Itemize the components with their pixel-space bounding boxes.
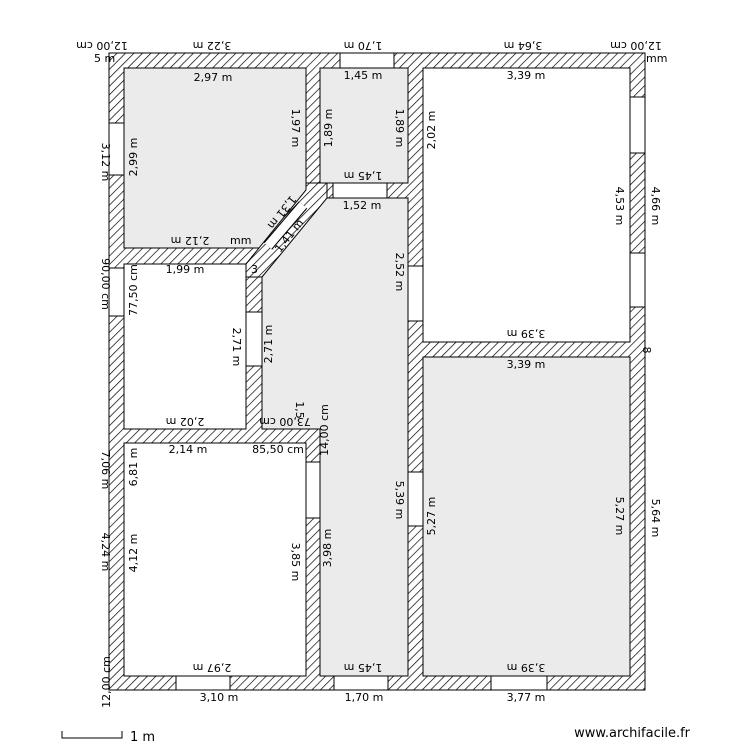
dim-bl-top: 2,14 m (169, 443, 208, 456)
dim-co-left-middle: 2,71 m (262, 325, 275, 364)
dim-left-outer-4: 4,24 m (99, 533, 112, 572)
dim-left-outer-5: 12,00 cm (100, 656, 113, 708)
dim-right-outer-2: 5,64 m (649, 499, 662, 538)
corner-mark-tr: mm (646, 52, 667, 65)
door-bottom-left (305, 461, 321, 519)
dim-co-right-lower: 5,39 m (393, 481, 406, 520)
dim-tl-left: 2,99 m (127, 138, 140, 177)
dim-ml-top: 1,99 m (166, 263, 205, 276)
dim-bl-right: 3,85 m (289, 543, 302, 582)
dim-co-left-lower: 3,98 m (321, 529, 334, 568)
dim-ml-bottom: 2,02 m (166, 415, 205, 428)
dim-tr-bottom: 3,39 m (507, 327, 546, 340)
dim-tc-left: 1,89 m (322, 109, 335, 148)
watermark: www.archifacile.fr (574, 726, 690, 741)
dim-top-1: 12,00 cm (76, 39, 128, 52)
corner-mark-co: 1,5 (293, 401, 306, 419)
window-top-center (339, 52, 395, 69)
doors (245, 182, 424, 527)
dim-bottom-2: 1,70 m (345, 691, 384, 704)
dim-tr-top: 3,39 m (507, 69, 546, 82)
dim-bottom-1: 3,10 m (200, 691, 239, 704)
diagonal-door-fill (264, 202, 307, 249)
dim-br-top: 3,39 m (507, 358, 546, 371)
dim-tc-bottom: 1,45 m (344, 169, 383, 182)
dim-tc-top: 1,45 m (344, 69, 383, 82)
dim-ml-left: 77,50 cm (127, 264, 140, 316)
dim-co-right-upper: 2,52 m (393, 253, 406, 292)
door-corridor-bottom-right (407, 471, 424, 527)
dim-tc-right: 1,89 m (393, 109, 406, 148)
room-top-left (123, 67, 307, 249)
dim-bl-left-1: 6,81 m (127, 448, 140, 487)
dim-ml-right: 2,71 m (230, 328, 243, 367)
dim-left-outer-2: 90,00 cm (99, 258, 112, 310)
door-middle-left (245, 311, 263, 367)
dim-co-wall-2: 85,50 cm (252, 443, 304, 456)
door-top-center (332, 182, 388, 199)
window-bottom-right (490, 675, 548, 691)
dim-top-5: 12,00 cm (610, 39, 662, 52)
corner-mark-tl-room: mm (230, 234, 251, 247)
scale-bar: 1 m (61, 730, 155, 745)
window-right-upper (629, 96, 646, 154)
dim-co-top: 1,52 m (343, 199, 382, 212)
dim-bl-bottom: 2,97 m (193, 661, 232, 674)
dim-tr-left: 2,02 m (425, 111, 438, 150)
room-bottom-right (422, 356, 631, 677)
dim-br-left: 5,27 m (425, 497, 438, 536)
rooms (123, 67, 631, 677)
window-right-lower (629, 252, 646, 308)
dim-bl-left-2: 4,12 m (127, 534, 140, 573)
corner-mark-tl: 5 m (94, 52, 115, 65)
window-bottom-center (333, 675, 389, 691)
door-corridor-top-right (407, 265, 424, 322)
dim-top-2: 3,22 m (193, 39, 232, 52)
dim-tr-right: 4,53 m (613, 187, 626, 226)
scale-bar-label: 1 m (130, 730, 155, 745)
dim-tl-bottom: 2,12 m (171, 234, 210, 247)
dim-co-bottom: 1,45 m (344, 661, 383, 674)
dim-br-bottom: 3,39 m (507, 661, 546, 674)
dim-bottom-3: 3,77 m (507, 691, 546, 704)
dim-top-3: 1,70 m (344, 39, 383, 52)
corner-mark-right: 8 (640, 347, 653, 354)
room-top-right (422, 67, 631, 343)
room-bottom-left (123, 442, 307, 677)
window-left-middle (108, 267, 125, 317)
scale-bar-line (61, 731, 123, 739)
window-bottom-left (175, 675, 231, 691)
windows (108, 52, 646, 691)
dim-tl-right: 1,97 m (289, 109, 302, 148)
dim-co-wall-1: 14,00 cm (318, 404, 331, 456)
dim-left-outer-3: 7,06 m (99, 451, 112, 490)
dim-right-outer-1: 4,66 m (649, 187, 662, 226)
dim-top-4: 3,64 m (504, 39, 543, 52)
window-left-top (108, 122, 125, 176)
dim-br-right: 5,27 m (613, 497, 626, 536)
dim-tl-top: 2,97 m (194, 71, 233, 84)
corner-mark-ml: 3 (251, 263, 258, 276)
room-middle-left (123, 263, 247, 430)
dim-co-wall-3: 73,00 cm (259, 415, 311, 428)
dim-left-outer-1: 3,12 m (99, 143, 112, 182)
